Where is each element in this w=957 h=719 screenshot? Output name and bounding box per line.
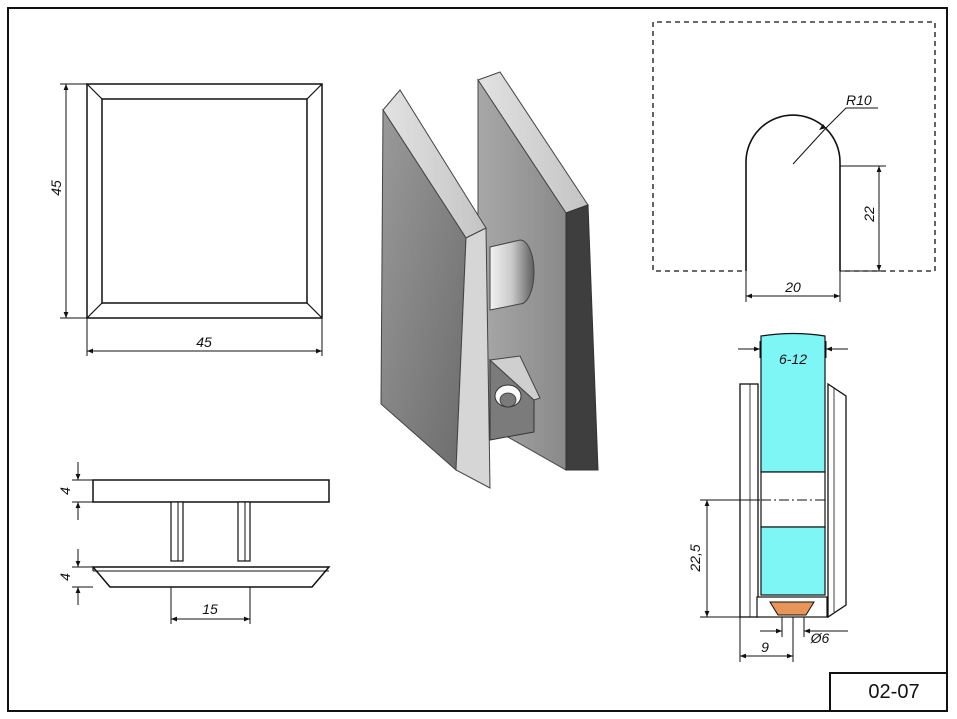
isometric-render: [380, 71, 599, 489]
section-offset-label: 9: [761, 639, 769, 655]
cutout-view: R10 22 20: [652, 21, 936, 302]
section-view: 6-12 22,5 9 Ø6: [687, 332, 848, 662]
cutout-depth-label: 22: [861, 206, 877, 223]
cutout-width-label: 20: [784, 279, 801, 295]
gasket: [769, 601, 815, 616]
front-width-label: 45: [196, 334, 212, 350]
side-top-thickness-label: 4: [57, 487, 73, 495]
section-hole-label: Ø6: [810, 630, 830, 646]
section-glass-label: 6-12: [779, 351, 807, 367]
side-view: 4 4 15: [57, 462, 331, 624]
title-block: 02-07: [829, 672, 948, 712]
front-height-label: 45: [48, 180, 64, 196]
drawing-number: 02-07: [868, 681, 919, 703]
cutout-radius-label: R10: [846, 92, 872, 108]
glass-panel-upper: [760, 332, 826, 473]
sheet-border: [7, 7, 948, 712]
section-height-label: 22,5: [687, 544, 703, 572]
side-post-spacing-label: 15: [202, 601, 218, 617]
radius-leader: [792, 107, 878, 165]
front-view: 45 45: [48, 83, 323, 356]
glass-panel-lower: [760, 526, 826, 596]
cutout-profile: [745, 114, 841, 271]
side-bottom-thickness-label: 4: [57, 573, 73, 581]
